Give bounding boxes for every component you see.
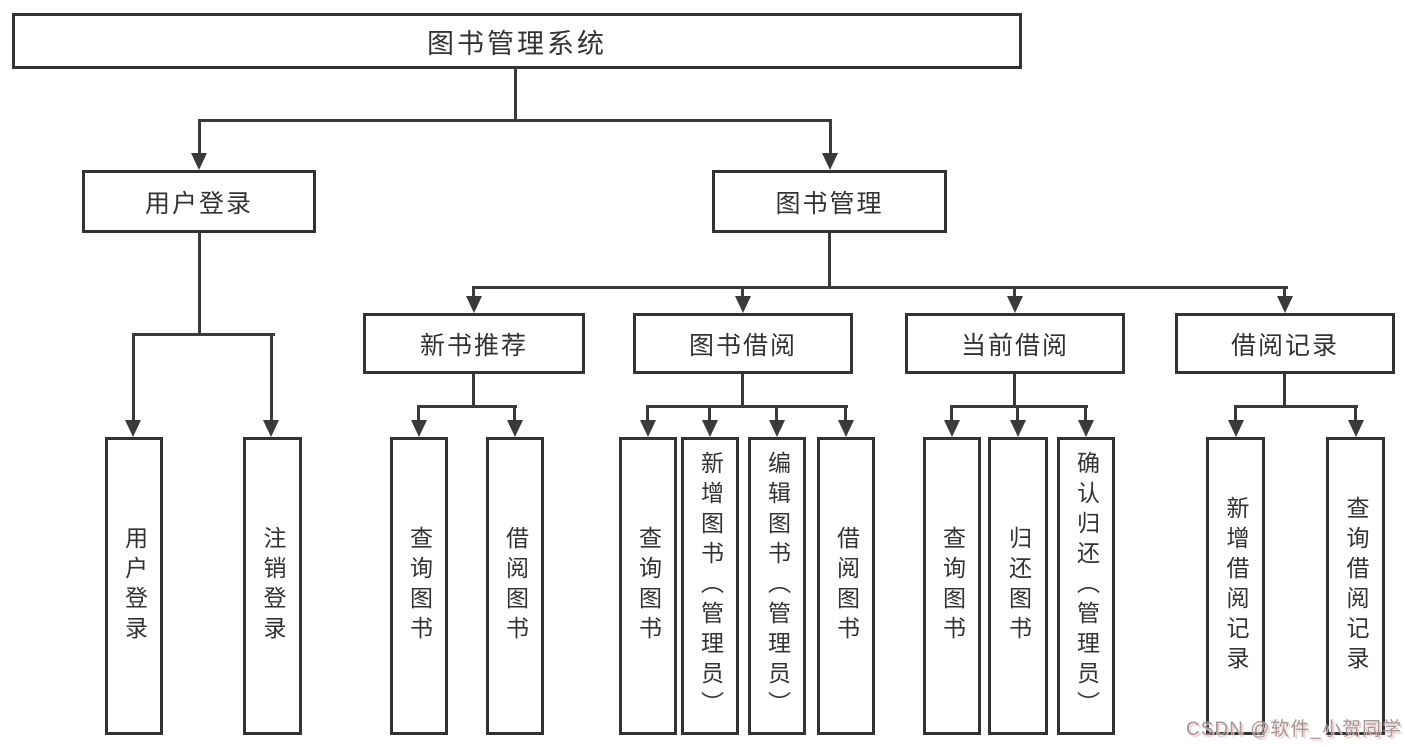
arrowhead-down-icon [1228,420,1244,437]
arrowhead-down-icon [263,420,279,437]
leaf-query-books-borrow: 查询图书 [619,437,677,735]
leaf-label: 查询借阅记录 [1343,496,1369,676]
connector-bookmgmt-hline [472,286,1288,289]
node-book-management: 图书管理 [712,170,947,233]
leaf-query-borrow-record: 查询借阅记录 [1326,437,1385,735]
connector-bookmgmt-stem [828,232,831,289]
connector-current-hline [950,405,1088,408]
connector-drop [950,407,953,421]
connector-drop [472,288,475,298]
connector-drop [775,407,778,421]
node-current-borrow-label: 当前借阅 [960,331,1069,360]
arrowhead-down-icon [822,153,838,170]
node-root: 图书管理系统 [12,13,1022,69]
leaf-edit-books-admin: 编辑图书（管理员） [748,437,806,735]
connector-drop [829,120,832,154]
node-current-borrow: 当前借阅 [905,313,1125,374]
leaf-query-books-recommend: 查询图书 [390,437,448,735]
leaf-borrow-books-recommend: 借阅图书 [486,437,544,735]
connector-newbook-stem [472,374,475,408]
arrowhead-down-icon [1007,296,1023,313]
leaf-label: 归还图书 [1005,526,1032,646]
leaf-label: 借阅图书 [502,526,529,646]
arrowhead-down-icon [838,420,854,437]
arrowhead-down-icon [769,420,785,437]
leaf-confirm-return-admin: 确认归还（管理员） [1057,437,1115,735]
leaf-return-books: 归还图书 [988,437,1048,735]
leaf-label: 注销登录 [260,526,286,646]
connector-current-stem [1013,374,1016,408]
connector-drop [132,335,135,421]
arrowhead-down-icon [125,420,141,437]
connector-drop [1234,407,1237,421]
connector-borrow-hline [646,405,848,408]
leaf-label: 新增图书（管理员） [697,451,724,721]
arrowhead-down-icon [1277,296,1293,313]
connector-drop [646,407,649,421]
leaf-label: 用户登录 [121,526,148,646]
arrowhead-down-icon [640,420,656,437]
connector-newbook-hline [417,405,517,408]
leaf-label: 新增借阅记录 [1223,496,1249,676]
connector-drop [417,407,420,421]
connector-drop [198,120,201,154]
connector-drop [513,407,516,421]
connector-drop [708,407,711,421]
node-new-book-recommend-label: 新书推荐 [419,331,528,360]
connector-drop [1354,407,1357,421]
leaf-label: 查询图书 [939,526,966,646]
connector-userlogin-stem [198,232,201,336]
arrowhead-down-icon [1348,420,1364,437]
leaf-label: 借阅图书 [833,526,860,646]
connector-drop [1013,288,1016,298]
leaf-logout: 注销登录 [243,437,302,735]
connector-drop [1283,288,1286,298]
arrowhead-down-icon [735,296,751,313]
leaf-label: 查询图书 [406,526,433,646]
connector-drop [741,288,744,298]
arrowhead-down-icon [507,420,523,437]
node-book-management-label: 图书管理 [775,189,884,218]
arrowhead-down-icon [411,420,427,437]
arrowhead-down-icon [1010,420,1026,437]
connector-records-hline [1234,405,1358,408]
node-new-book-recommend: 新书推荐 [363,313,585,374]
leaf-label: 编辑图书（管理员） [764,451,791,721]
leaf-query-books-current: 查询图书 [923,437,981,735]
connector-root-stem [514,66,517,121]
connector-drop [1016,407,1019,421]
arrowhead-down-icon [944,420,960,437]
leaf-add-books-admin: 新增图书（管理员） [681,437,739,735]
leaf-borrow-books: 借阅图书 [817,437,875,735]
node-book-borrow-label: 图书借阅 [688,331,797,360]
node-user-login-label: 用户登录 [144,189,253,218]
connector-records-stem [1283,374,1286,408]
node-borrow-records: 借阅记录 [1175,313,1395,374]
leaf-user-login: 用户登录 [105,437,163,735]
connector-drop [844,407,847,421]
connector-userlogin-hline [132,333,275,336]
arrowhead-down-icon [702,420,718,437]
csdn-watermark: CSDN @软件_小贺同学 [1186,719,1402,740]
leaf-add-borrow-record: 新增借阅记录 [1206,437,1265,735]
connector-drop [1084,407,1087,421]
arrowhead-down-icon [1078,420,1094,437]
leaf-label: 查询图书 [635,526,662,646]
node-root-label: 图书管理系统 [427,28,607,59]
connector-borrow-stem [741,374,744,408]
node-borrow-records-label: 借阅记录 [1230,331,1339,360]
arrowhead-down-icon [466,296,482,313]
connector-drop [270,335,273,421]
node-user-login: 用户登录 [82,170,316,233]
connector-root-hline [198,119,832,122]
node-book-borrow: 图书借阅 [633,313,853,374]
arrowhead-down-icon [191,153,207,170]
leaf-label: 确认归还（管理员） [1073,451,1100,721]
